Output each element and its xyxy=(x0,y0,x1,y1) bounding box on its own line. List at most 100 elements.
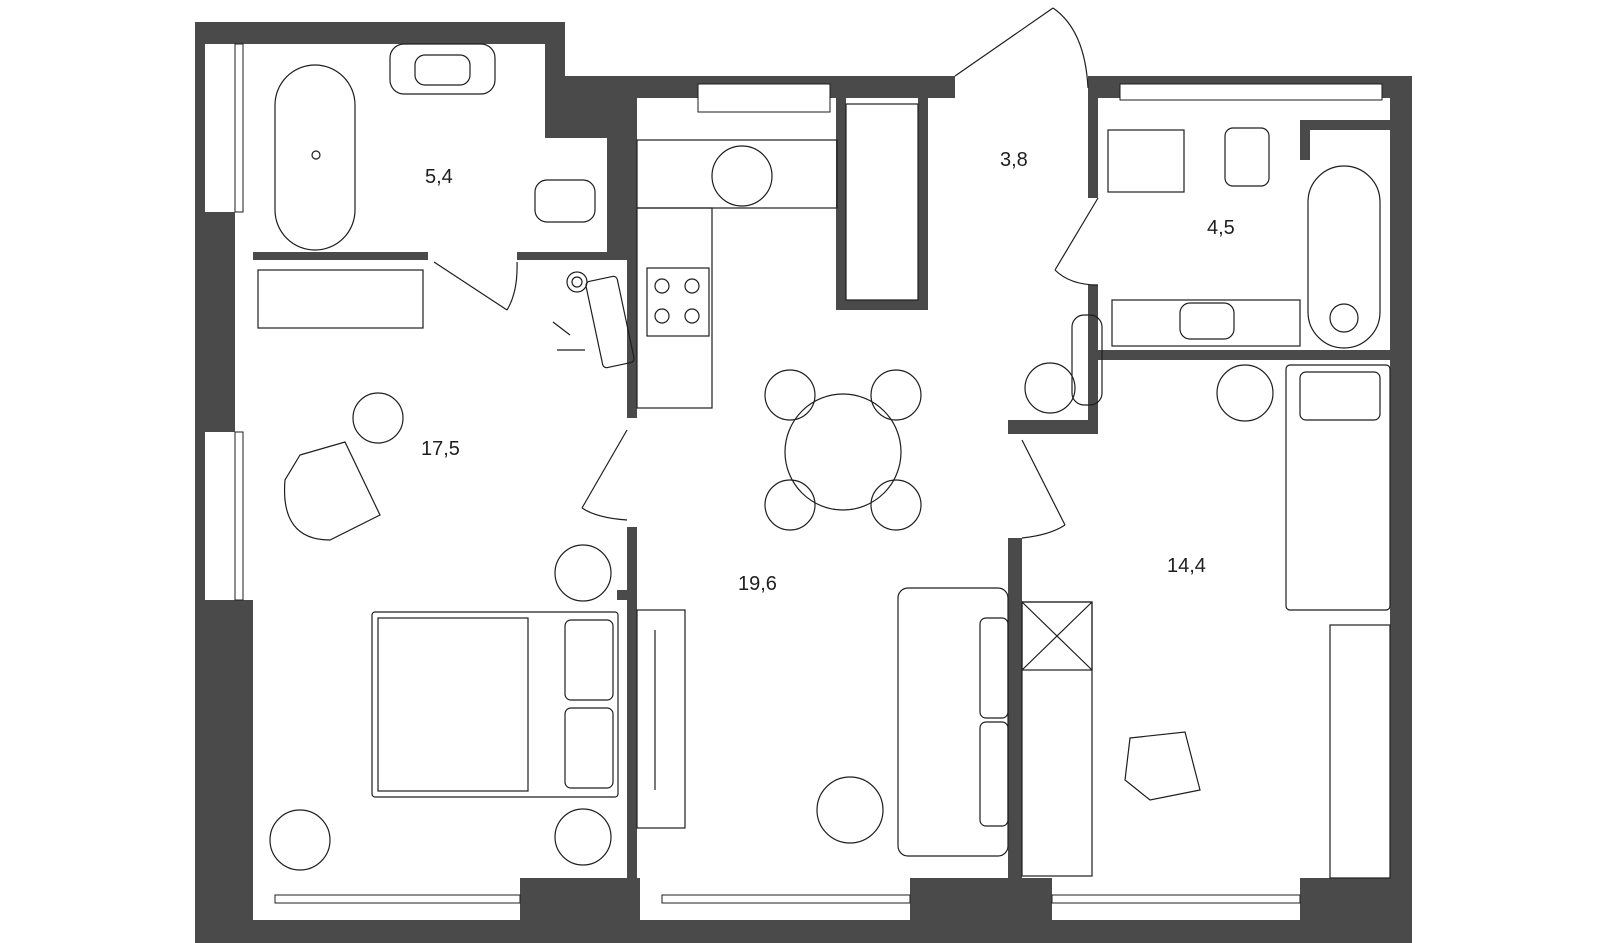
wall-top-1 xyxy=(195,22,565,44)
desk-storage-x2 xyxy=(1021,601,1093,671)
door-bedroom1 xyxy=(581,429,628,521)
wall-bath-bottom xyxy=(253,252,428,260)
window-bottom-2 xyxy=(661,894,911,904)
side-table-bedroom1-top xyxy=(554,544,612,602)
wall-bath2-tub-frame-2 xyxy=(1300,120,1310,160)
wall-bath-bottom-2 xyxy=(517,252,627,260)
toilet-1 xyxy=(534,179,596,223)
wall-left-thin-2 xyxy=(195,432,205,600)
bathtub-1 xyxy=(274,64,356,251)
dining-table xyxy=(784,393,902,511)
door-bedroom2 xyxy=(1021,439,1066,539)
desk-chair xyxy=(1124,731,1201,801)
door-entrance xyxy=(954,7,1089,89)
wall-bedroom1-right xyxy=(617,590,637,600)
bed-bedroom2 xyxy=(1285,364,1391,611)
wall-top-1-right xyxy=(545,22,565,82)
wall-bath2-tub-frame xyxy=(1300,120,1390,130)
bathtub-2 xyxy=(1307,165,1381,349)
kettlebell xyxy=(566,271,588,293)
windows xyxy=(234,43,1383,904)
desk-bedroom2 xyxy=(1021,601,1093,877)
wall-bedroom2-left-2 xyxy=(1008,538,1022,878)
counter-kitchen xyxy=(636,139,838,209)
window-bottom-1 xyxy=(274,894,521,904)
wall-right xyxy=(1390,76,1412,940)
bathtub-2-drain xyxy=(1329,303,1359,333)
coffee-table xyxy=(816,776,884,844)
pillow-bedroom1-2 xyxy=(564,707,614,789)
wall-left-thin xyxy=(195,42,205,212)
room-area-hallway: 3,8 xyxy=(1000,149,1028,171)
dumbbell-1 xyxy=(552,321,571,336)
hall-bench xyxy=(1071,314,1103,406)
dining-chair-3 xyxy=(764,479,816,531)
wall-kitchen-left xyxy=(627,98,637,418)
door-bath1 xyxy=(433,261,518,311)
wall-bottom-pillar-3 xyxy=(1300,878,1410,940)
bathtub-1-drain xyxy=(311,150,321,160)
wall-left-pillar-1 xyxy=(195,212,235,432)
window-top-kitchen xyxy=(697,83,831,113)
wall-wardrobe-frame xyxy=(836,98,846,310)
room-area-bedroom-2: 14,4 xyxy=(1167,555,1206,577)
burner-1 xyxy=(654,278,670,294)
room-area-bathroom-2: 4,5 xyxy=(1207,217,1235,239)
wall-bottom-pillar-1 xyxy=(520,878,640,940)
sofa xyxy=(897,587,1009,857)
wall-bottom-1 xyxy=(195,920,1412,943)
wall-hall-right xyxy=(1088,98,1098,198)
wall-bedroom2-left xyxy=(1008,420,1098,434)
pillow-bedroom1-1 xyxy=(564,619,614,701)
burner-3 xyxy=(654,308,670,324)
window-bottom-3 xyxy=(1051,894,1301,904)
sink-basin-2 xyxy=(1179,302,1235,340)
wardrobe-hallway xyxy=(845,103,919,301)
wall-wardrobe-frame-2 xyxy=(918,98,928,310)
burner-4 xyxy=(684,308,700,324)
room-area-bathroom-1: 5,4 xyxy=(425,166,453,188)
pouf-bedroom1 xyxy=(352,392,404,444)
sink-counter-2 xyxy=(1111,299,1301,347)
plant-bedroom1 xyxy=(269,809,331,871)
side-table-bedroom1-bottom xyxy=(554,808,612,866)
sink-counter-1 xyxy=(389,43,496,95)
desk-storage xyxy=(1021,601,1093,671)
hall-pouf xyxy=(1024,362,1076,414)
toilet-2 xyxy=(1224,127,1270,187)
furniture xyxy=(257,43,1391,879)
wardrobe-bedroom1 xyxy=(257,269,424,329)
window-left-1 xyxy=(234,43,244,213)
wall-left-pillar-2 xyxy=(195,600,253,940)
counter-kitchen-side xyxy=(636,207,713,409)
dining-chair-4 xyxy=(870,479,922,531)
sofa-cushion-1 xyxy=(979,617,1009,719)
dining-chair-1 xyxy=(764,369,816,421)
dining-chair-2 xyxy=(870,369,922,421)
armchair-bedroom1 xyxy=(283,441,381,541)
wardrobe-bedroom2 xyxy=(1329,624,1391,879)
exercise-bench xyxy=(585,275,635,369)
sink-basin-1 xyxy=(414,54,471,86)
room-area-bedroom-1: 17,5 xyxy=(421,438,460,460)
bed-bedroom1 xyxy=(371,611,619,798)
wall-bottom-pillar-2 xyxy=(910,878,1052,940)
sofa-cushion-2 xyxy=(979,721,1009,827)
sink-kitchen xyxy=(711,145,773,207)
room-area-kitchen-living: 19,6 xyxy=(738,573,777,595)
area-labels: 5,4 17,5 3,8 4,5 19,6 14,4 xyxy=(421,149,1235,595)
washer xyxy=(1107,129,1185,193)
wall-bath2-bottom xyxy=(1088,350,1390,360)
kettlebell-inner xyxy=(571,276,583,288)
burner-2 xyxy=(684,278,700,294)
doors xyxy=(433,7,1099,539)
walls xyxy=(195,22,1412,943)
window-top-bedroom2 xyxy=(1119,83,1383,101)
pillow-bedroom2 xyxy=(1299,371,1381,421)
wall-kitchen-left-2 xyxy=(627,527,637,887)
side-table-bedroom2 xyxy=(1216,364,1274,422)
tv-stand xyxy=(636,609,686,829)
bed-bedroom1-inner xyxy=(377,617,529,792)
wall-wardrobe-bottom xyxy=(836,300,928,310)
